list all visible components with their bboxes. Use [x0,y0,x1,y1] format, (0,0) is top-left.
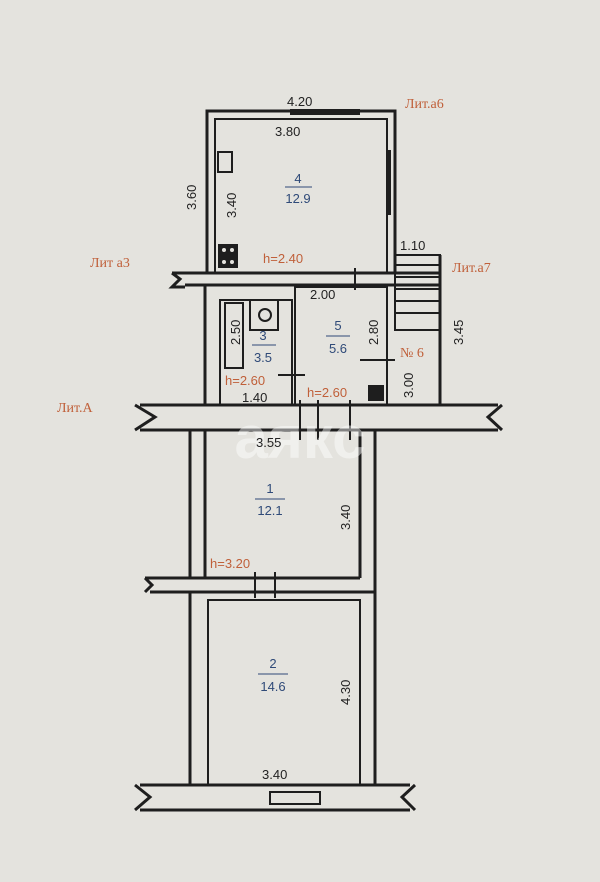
room-1-number: 1 [266,481,273,496]
room-2-label: 2 14.6 [258,656,288,694]
room-4-number: 4 [294,171,301,186]
room-5-label: 5 5.6 [326,318,350,356]
dim-room2-height: 4.30 [338,680,353,705]
height-room5: h=2.60 [307,385,347,400]
dim-room5-height: 2.80 [366,320,381,345]
room-3-label: 3 3.5 [252,328,276,365]
stairs [394,254,441,331]
height-room4: h=2.40 [263,251,303,266]
dim-top-inner: 3.80 [275,124,300,139]
dim-room1-height: 3.40 [338,505,353,530]
room-3-number: 3 [259,328,266,343]
room-5-number: 5 [334,318,341,333]
dim-room2-width: 3.40 [262,767,287,782]
label-lit-a6: Лит.а6 [405,97,444,112]
dim-room3-width: 1.40 [242,390,267,405]
dim-room1-width: 3.55 [256,435,281,450]
room-5-area: 5.6 [329,341,347,356]
dim-room5-width: 2.00 [310,287,335,302]
watermark: аякс [235,404,366,471]
dim-left-inner: 3.40 [224,193,239,218]
label-lit-A: Лит.А [57,401,94,416]
room-1-area: 12.1 [257,503,282,518]
dim-room6-height: 3.00 [401,373,416,398]
label-no6: № 6 [400,346,424,361]
room-3-area: 3.5 [254,350,272,365]
wall-band-A [134,400,504,440]
dim-stairs-width: 1.10 [400,238,425,253]
dim-right-345: 3.45 [451,320,466,345]
room-4-area: 12.9 [285,191,310,206]
room-1-walls [143,430,377,785]
label-lit-a3: Лит а3 [90,256,130,271]
room-2-walls [134,592,417,812]
rooms-3-5-6-walls [203,254,442,406]
room-2-area: 14.6 [260,679,285,694]
label-lit-a7: Лит.а7 [452,261,491,276]
dim-room3-height: 2.50 [228,320,243,345]
height-room3: h=2.60 [225,373,265,388]
room-2-number: 2 [269,656,276,671]
dim-top-outer: 4.20 [287,94,312,109]
height-room1: h=3.20 [210,556,250,571]
dim-left-outer: 3.60 [184,185,199,210]
room-1-label: 1 12.1 [255,481,285,518]
room-4-label: 4 12.9 [285,171,312,206]
